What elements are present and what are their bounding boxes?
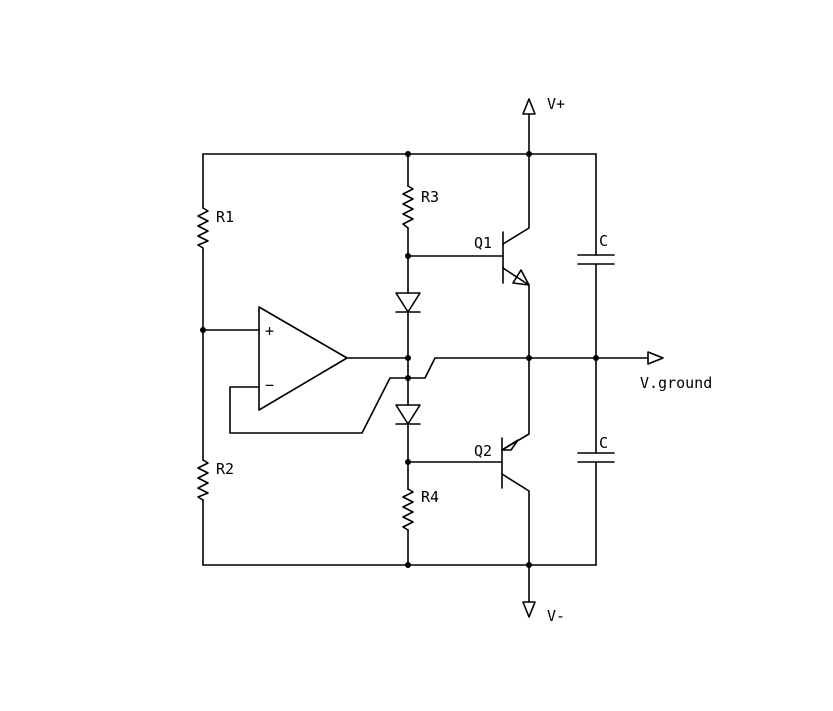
op-amp xyxy=(258,306,348,411)
junction-dot xyxy=(405,459,411,465)
r3-label: R3 xyxy=(421,188,439,206)
opamp-minus-sign: − xyxy=(265,376,274,394)
junction-dot xyxy=(405,562,411,568)
vplus-label: V+ xyxy=(547,95,565,113)
junction-dot xyxy=(405,375,411,381)
resistor-r1 xyxy=(197,207,209,249)
transistor-q2 xyxy=(407,357,530,566)
c-bottom-label: C xyxy=(599,434,608,452)
r2-label: R2 xyxy=(216,460,234,478)
r4-label: R4 xyxy=(421,488,439,506)
diode-lower xyxy=(395,404,421,425)
junction-dot xyxy=(526,355,532,361)
junction-dot xyxy=(526,151,532,157)
transistor-q1 xyxy=(407,153,530,359)
resistor-r2 xyxy=(197,459,209,501)
vminus-label: V- xyxy=(547,607,565,625)
c-top-label: C xyxy=(599,232,608,250)
junction-dot xyxy=(526,562,532,568)
q1-label: Q1 xyxy=(474,234,492,252)
diode-upper xyxy=(395,292,421,313)
junction-dot xyxy=(405,151,411,157)
feedback-wire xyxy=(229,357,597,434)
resistor-r3 xyxy=(402,185,414,229)
junction-dot xyxy=(200,327,206,333)
capacitor-top xyxy=(577,254,615,265)
junction-dot xyxy=(405,355,411,361)
capacitor-bottom xyxy=(577,452,615,463)
vplus-arrow-icon xyxy=(522,98,536,115)
junction-dot xyxy=(405,253,411,259)
r1-label: R1 xyxy=(216,208,234,226)
vminus-arrow-icon xyxy=(522,601,536,618)
resistor-r4 xyxy=(402,488,414,531)
q2-label: Q2 xyxy=(474,442,492,460)
vground-label: V.ground xyxy=(640,374,712,392)
vground-arrow-icon xyxy=(647,351,664,365)
junction-dot xyxy=(593,355,599,361)
opamp-plus-sign: + xyxy=(265,322,274,340)
